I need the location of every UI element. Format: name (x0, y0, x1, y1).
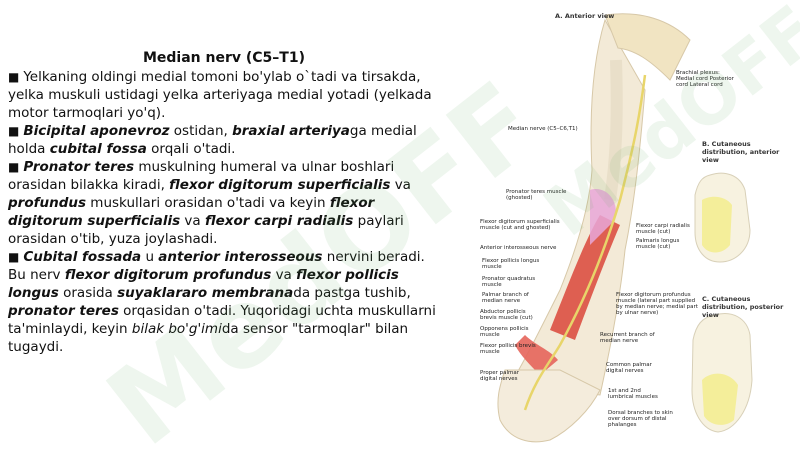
term: pronator teres (8, 303, 119, 319)
text-run: da pastga tushib, (293, 285, 411, 301)
label-fcr: Flexor carpi radialis muscle (cut) (636, 223, 690, 235)
label-palmaris-longus: Palmaris longus muscle (cut) (636, 238, 680, 250)
label-brachial-plexus: Brachial plexus: Medial cord Posterior c… (676, 70, 734, 88)
median-nerve-path (523, 74, 647, 411)
text-run: orqasidan o'tadi. Yuqoridagi uchta musku… (8, 303, 436, 337)
hand-posterior-nerve-zone (702, 373, 738, 425)
paragraph: ■Pronator teres muskulning humeral va ul… (8, 158, 440, 248)
text-run: muskullari orasidan o'tadi va keyin (86, 195, 330, 211)
humerus (604, 59, 623, 201)
term: flexor digitorum superficialis (8, 195, 375, 229)
term: flexor digitorum profundus (64, 267, 272, 283)
paragraph-list: ■Yelkaning oldingi medial tomoni bo'ylab… (8, 68, 440, 356)
caption-cutaneous-posterior: C. Cutaneous distribution, posterior vie… (702, 295, 784, 319)
label-median-nerve: Median nerve (C5–C6,T1) (508, 126, 578, 132)
label-pronator-quadratus: Pronator quadratus muscle (482, 276, 536, 288)
term: anterior interosseous (158, 249, 323, 265)
term: braxial arteriya (232, 123, 350, 139)
text-run: paylari orasidan o'tib, yuza joylashadi. (8, 213, 404, 247)
italic-text: bilak bo'g'imi (131, 321, 222, 337)
text-run: orqali o'tadi. (146, 141, 236, 157)
hand-anterior-nerve-zone (702, 196, 732, 253)
text-run: ostidan, (169, 123, 233, 139)
label-apb: Abductor pollicis brevis muscle (cut) (480, 309, 533, 321)
caption-anterior-view: A. Anterior view (555, 12, 615, 20)
forearm-muscles (550, 215, 620, 340)
text-run: u (141, 249, 159, 265)
text-run: va (271, 267, 297, 283)
label-proper-digital: Proper palmar digital nerves (480, 370, 519, 382)
median-nerve-illustration: A. Anterior view B. Cutaneous distributi… (440, 0, 800, 449)
bullet-icon: ■ (8, 70, 20, 84)
text-run: nervini beradi. Bu nerv (8, 249, 425, 283)
term: flexor pollicis longus (8, 267, 399, 301)
anatomy-svg (497, 13, 753, 443)
label-common-digital: Common palmar digital nerves (606, 362, 652, 374)
text-run: va (180, 213, 205, 229)
label-fpb: Flexor pollicis brevis muscle (480, 343, 536, 355)
pronator-teres (590, 189, 616, 245)
shoulder (604, 13, 691, 81)
text-run: Yelkaning oldingi medial tomoni bo'ylab … (8, 69, 432, 121)
term: flexor carpi radialis (204, 213, 354, 229)
caption-cutaneous-anterior: B. Cutaneous distribution, anterior view (702, 140, 780, 164)
text-run: muskulning humeral va ulnar boshlari ora… (8, 159, 395, 193)
label-fdp: Flexor digitorum profundus muscle (later… (616, 292, 698, 316)
term: profundus (8, 195, 87, 211)
paragraph: ■Cubital fossada u anterior interosseous… (8, 248, 440, 356)
term: cubital fossa (49, 141, 147, 157)
bullet-icon: ■ (8, 160, 20, 174)
text-run: ga medial holda (8, 123, 417, 157)
text-panel: Median nerv (C5–T1) ■Yelkaning oldingi m… (8, 49, 440, 356)
term: Cubital fossada (23, 249, 142, 265)
text-run: da sensor "tarmoqlar" bilan tugaydi. (8, 321, 409, 355)
text-run: orasida (58, 285, 118, 301)
term: Bicipital aponevroz (23, 123, 170, 139)
label-fds: Flexor digitorum superficialis muscle (c… (480, 219, 560, 231)
label-anterior-interosseous: Anterior interosseous nerve (480, 245, 557, 251)
label-palmar-branch: Palmar branch of median nerve (482, 292, 529, 304)
term: suyaklararo membrana (117, 285, 294, 301)
label-lumbricals: 1st and 2nd lumbrical muscles (608, 388, 658, 400)
text-run: va (390, 177, 411, 193)
label-dorsal-branches: Dorsal branches to skin over dorsum of d… (608, 410, 673, 428)
paragraph: ■Bicipital aponevroz ostidan, braxial ar… (8, 122, 440, 158)
page-title: Median nerv (C5–T1) (142, 50, 305, 66)
bullet-icon: ■ (8, 250, 20, 264)
term: flexor digitorum superficialis (169, 177, 391, 193)
term: Pronator teres (23, 159, 135, 175)
label-fpl: Flexor pollicis longus muscle (482, 258, 540, 270)
paragraph: ■Yelkaning oldingi medial tomoni bo'ylab… (8, 68, 440, 122)
hand (497, 369, 601, 443)
bullet-icon: ■ (8, 124, 20, 138)
label-recurrent-branch: Recurrent branch of median nerve (600, 332, 655, 344)
label-opponens: Opponens pollicis muscle (480, 326, 529, 338)
label-pronator-teres: Pronator teres muscle (ghosted) (506, 189, 567, 201)
